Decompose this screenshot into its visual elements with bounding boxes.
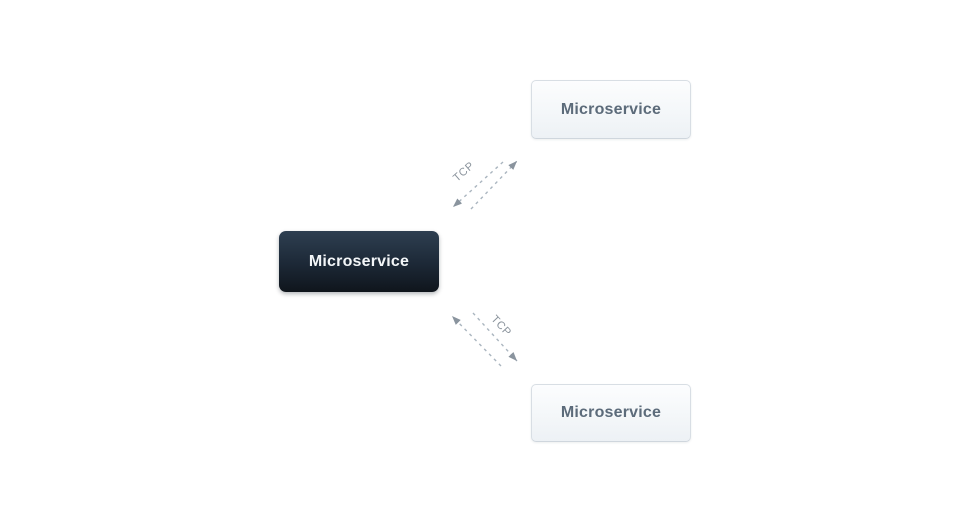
edge-label-tcp-top: TCP: [451, 160, 477, 185]
node-microservice-left: Microservice: [279, 231, 439, 292]
dashed-arrow-to-top-right-icon: [470, 160, 518, 210]
node-microservice-bottom-right: Microservice: [531, 384, 691, 442]
dashed-arrow-to-left-icon: [452, 161, 504, 208]
tcp-connection-bottom: TCP: [451, 312, 518, 367]
node-microservice-top-right: Microservice: [531, 80, 691, 139]
tcp-connection-top: TCP: [451, 160, 518, 210]
dashed-arrow-to-left-icon: [451, 315, 502, 367]
